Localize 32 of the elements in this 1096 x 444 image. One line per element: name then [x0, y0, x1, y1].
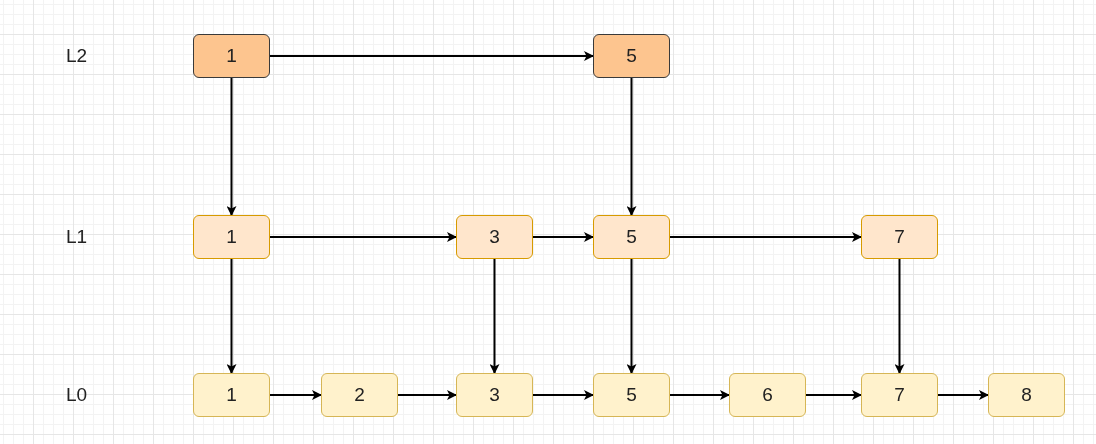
arrow — [805, 390, 862, 400]
list-node-box: 5 — [593, 215, 670, 259]
arrow — [489, 258, 500, 374]
arrow — [532, 232, 594, 242]
list-node-box: 3 — [456, 373, 533, 417]
arrow — [269, 390, 322, 400]
list-node-box: 1 — [193, 215, 270, 259]
arrow — [226, 258, 237, 374]
arrow — [269, 51, 594, 61]
arrow — [669, 390, 730, 400]
list-node-box: 6 — [729, 373, 806, 417]
list-node-box: 8 — [988, 373, 1065, 417]
list-node-box: 5 — [593, 373, 670, 417]
arrow — [669, 232, 862, 242]
list-node-box: 1 — [193, 373, 270, 417]
list-node-box: 1 — [193, 34, 270, 78]
arrow — [626, 77, 637, 216]
arrow — [397, 390, 457, 400]
list-node-box: 2 — [321, 373, 398, 417]
arrow — [532, 390, 594, 400]
arrow — [226, 77, 237, 216]
list-node-box: 7 — [861, 215, 938, 259]
arrow — [269, 232, 457, 242]
level-label: L2 — [66, 45, 88, 67]
arrow — [937, 390, 989, 400]
list-node-box: 7 — [861, 373, 938, 417]
level-label: L1 — [66, 226, 88, 248]
list-node-box: 5 — [593, 34, 670, 78]
arrow — [894, 258, 905, 374]
level-label: L0 — [66, 384, 88, 406]
arrow — [626, 258, 637, 374]
list-node-box: 3 — [456, 215, 533, 259]
